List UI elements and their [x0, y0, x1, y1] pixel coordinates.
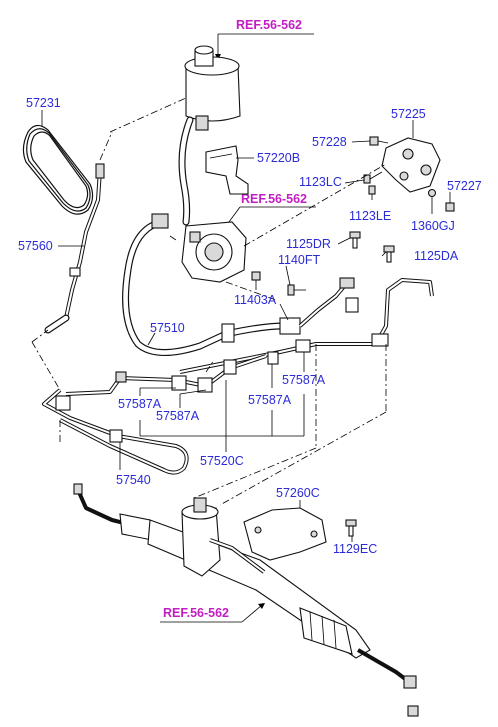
ref-link-mid[interactable]: REF.56-562 [222, 192, 316, 231]
label-57560[interactable]: 57560 [18, 239, 53, 253]
ref-label-mid[interactable]: REF.56-562 [241, 192, 307, 206]
label-57225[interactable]: 57225 [391, 107, 426, 121]
reservoir-cap-top [194, 45, 214, 55]
bolt-1123LE [368, 185, 376, 200]
label-57228[interactable]: 57228 [312, 135, 347, 149]
washer-1360GJ [427, 188, 437, 198]
label-57520C[interactable]: 57520C [200, 454, 244, 468]
bolt-1125DA [383, 245, 395, 263]
label-1125DA[interactable]: 1125DA [414, 249, 459, 263]
part-labels: 57231 57560 57220B 57225 57228 1123LC 11… [18, 96, 482, 556]
boot-right [299, 607, 353, 655]
label-57220B[interactable]: 57220B [257, 151, 300, 165]
reservoir-bracket [205, 145, 249, 195]
label-57260C[interactable]: 57260C [276, 486, 320, 500]
label-57510[interactable]: 57510 [150, 321, 185, 335]
reservoir-outlet [195, 115, 209, 131]
label-57587A-4[interactable]: 57587A [282, 373, 326, 387]
label-1140FT[interactable]: 1140FT [278, 253, 321, 267]
ref-link-bottom[interactable]: REF.56-562 [160, 603, 265, 623]
bracket-57220B-shape [205, 145, 249, 195]
pressure-hose-57510 [122, 213, 359, 357]
heat-shield-57260C [243, 507, 327, 561]
ref-label-top[interactable]: REF.56-562 [236, 18, 302, 32]
bolt-1125DR [349, 231, 361, 249]
label-57231[interactable]: 57231 [26, 96, 61, 110]
pipe-bundle-57520C [42, 354, 267, 475]
label-57540[interactable]: 57540 [116, 473, 151, 487]
label-1129EC[interactable]: 1129EC [333, 542, 377, 556]
label-11403A[interactable]: 11403A [234, 293, 277, 307]
bolt-1123LC [363, 171, 383, 184]
bolt-1140FT [287, 284, 306, 296]
ref-arrow-bottom [258, 603, 265, 609]
label-57587A-3[interactable]: 57587A [248, 393, 292, 407]
label-1123LE[interactable]: 1123LE [349, 209, 391, 223]
fasteners [251, 136, 455, 537]
steering-gear-assembly [73, 483, 419, 717]
ref-label-bottom[interactable]: REF.56-562 [163, 606, 229, 620]
bolt-57227 [445, 196, 455, 212]
bolt-11403A [251, 271, 261, 288]
label-1123LC[interactable]: 1123LC [299, 175, 342, 189]
label-57587A-1[interactable]: 57587A [118, 397, 162, 411]
pump-bracket-57225 [381, 137, 441, 193]
return-hose-57560 [44, 163, 105, 334]
return-pipe-upper [179, 278, 434, 374]
reservoir-body [185, 65, 241, 122]
pump-shaft [204, 242, 224, 262]
leader-lines [31, 97, 387, 506]
bolt-1129EC [345, 519, 357, 537]
bolt-57228 [369, 136, 389, 146]
ref-leader-bottom [241, 604, 263, 623]
reservoir [184, 45, 241, 131]
power-steering-pump [181, 221, 247, 283]
label-57227[interactable]: 57227 [447, 179, 482, 193]
label-leaders [41, 110, 451, 542]
drive-belt [22, 124, 94, 215]
ref-link-top[interactable]: REF.56-562 [215, 18, 314, 60]
label-1360GJ[interactable]: 1360GJ [411, 219, 455, 233]
label-1125DR[interactable]: 1125DR [286, 237, 331, 251]
label-57587A-2[interactable]: 57587A [156, 409, 200, 423]
